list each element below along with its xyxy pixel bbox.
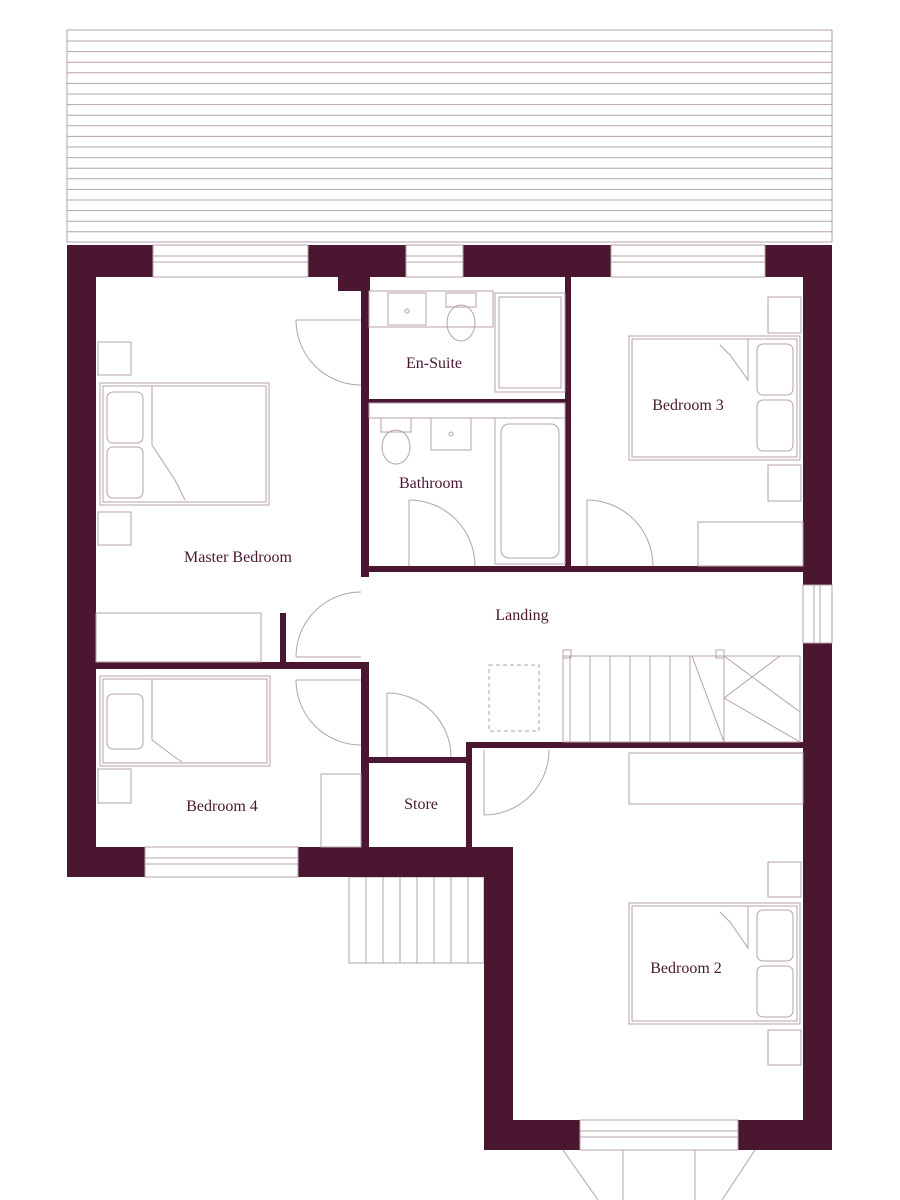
external-steps xyxy=(348,876,485,964)
toilet-icon xyxy=(445,292,477,342)
door-swing-icon xyxy=(295,319,654,816)
staircase-icon xyxy=(562,649,801,743)
bed-icon xyxy=(628,902,801,1025)
furniture xyxy=(95,290,804,1066)
room-label-master-bedroom: Master Bedroom xyxy=(184,549,293,566)
basin-icon xyxy=(387,292,427,326)
bed-icon xyxy=(99,382,270,506)
room-label-bedroom-4: Bedroom 4 xyxy=(186,798,258,815)
window-icon xyxy=(144,244,833,1151)
toilet-icon xyxy=(380,417,412,465)
room-label-bedroom-2: Bedroom 2 xyxy=(650,960,722,977)
walls xyxy=(67,245,832,1150)
basin-icon xyxy=(430,417,472,451)
room-label-en-suite: En-Suite xyxy=(406,355,462,372)
shower-tray-icon xyxy=(494,292,566,393)
room-label-bedroom-3: Bedroom 3 xyxy=(652,397,724,414)
room-label-bathroom: Bathroom xyxy=(399,475,464,492)
bay-window-icon xyxy=(562,1149,756,1200)
bed-icon xyxy=(99,675,271,767)
loft-hatch-icon xyxy=(488,664,540,732)
room-label-store: Store xyxy=(404,796,438,813)
roof-icon xyxy=(66,29,833,243)
bed-icon xyxy=(628,335,801,461)
room-label-landing: Landing xyxy=(495,607,548,624)
bath-icon xyxy=(494,417,566,565)
